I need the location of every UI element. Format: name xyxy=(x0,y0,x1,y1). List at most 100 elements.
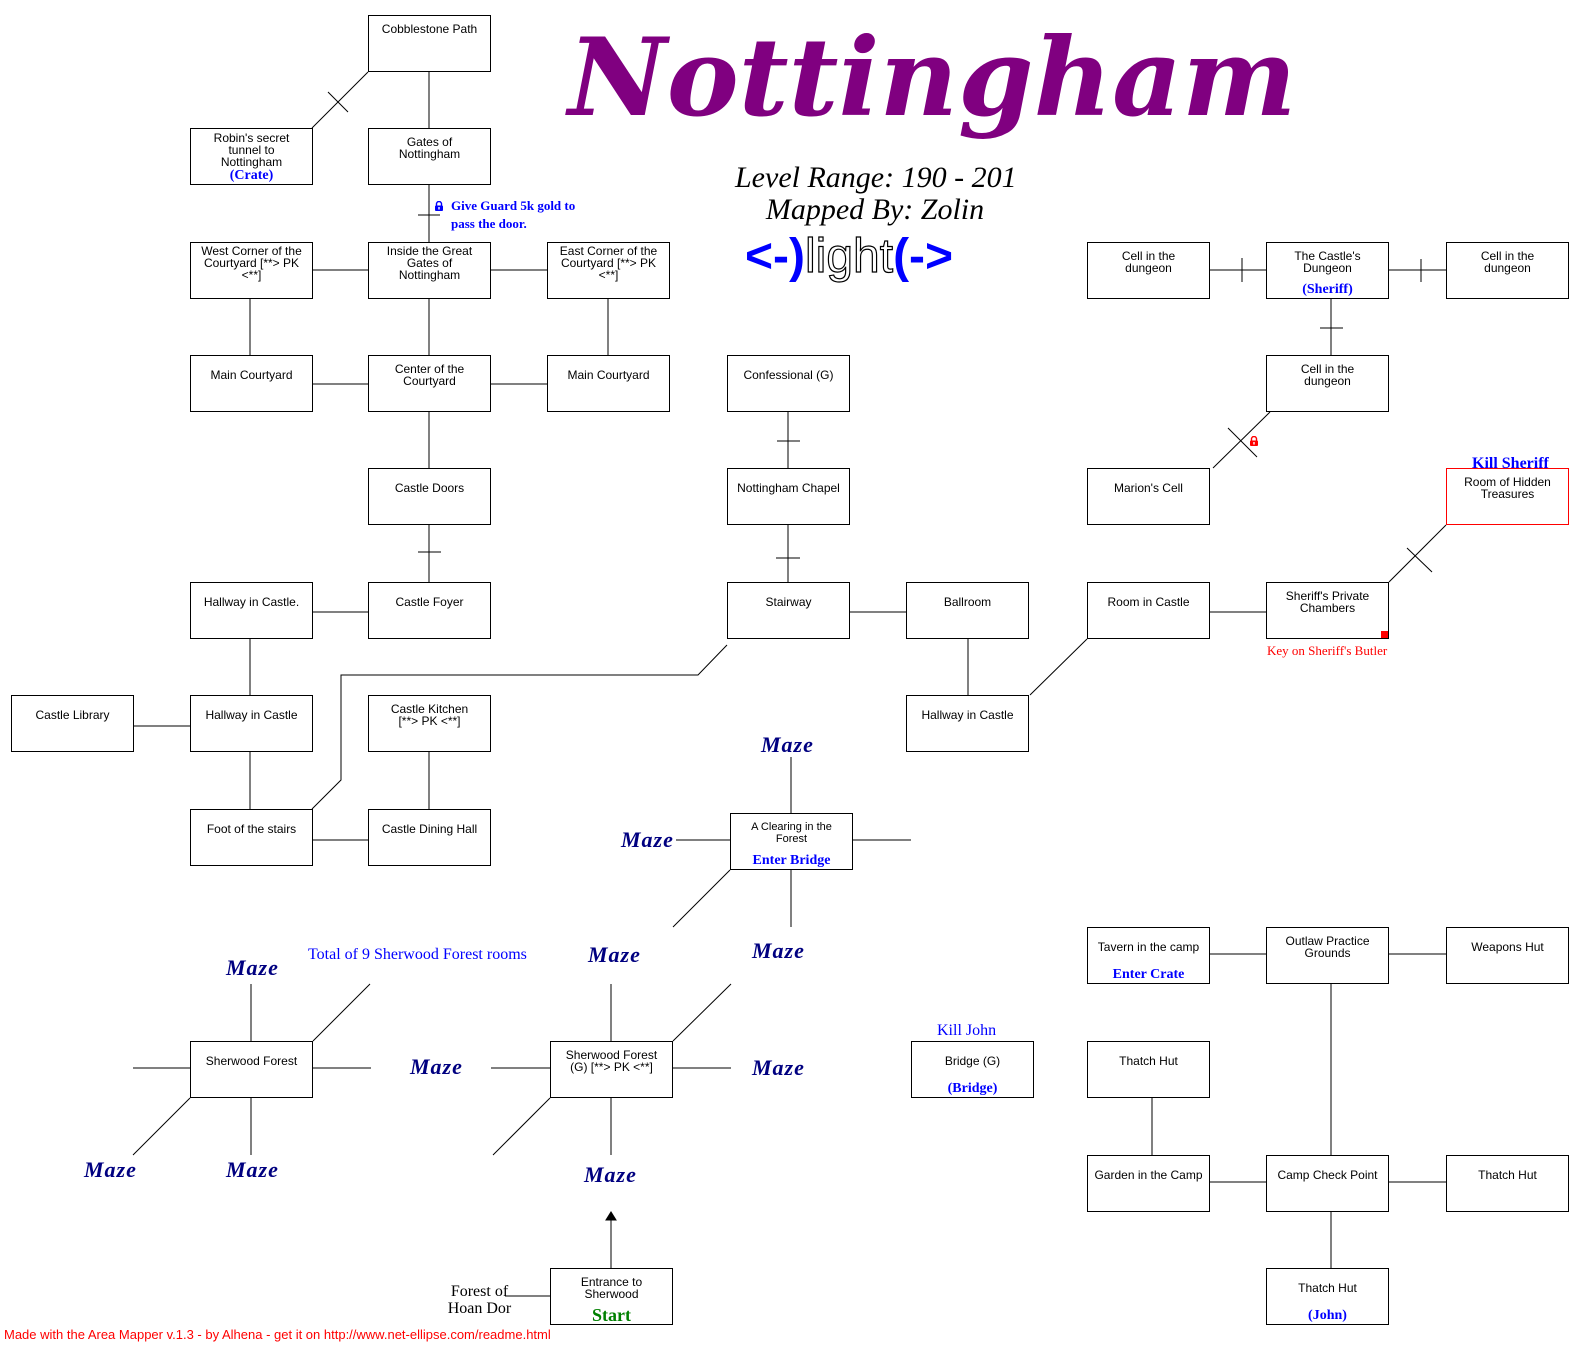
room-cell-south[interactable]: Cell in the dungeon xyxy=(1266,355,1389,412)
connection-line xyxy=(312,983,371,1042)
level-range: Level Range: 190 - 201 xyxy=(735,161,1017,194)
room-east-corner[interactable]: East Corner of the Courtyard [**> PK <**… xyxy=(547,242,670,299)
room-name: Sherwood Forest xyxy=(205,1054,298,1068)
room-marions-cell[interactable]: Marion's Cell xyxy=(1087,468,1210,525)
room-name: Ballroom xyxy=(943,595,992,609)
room-castle-dining-hall[interactable]: Castle Dining Hall xyxy=(368,809,491,866)
room-thatch-hut-west[interactable]: Thatch Hut xyxy=(1087,1041,1210,1098)
room-sherwood-forest-g[interactable]: Sherwood Forest (G) [**> PK <**] xyxy=(550,1041,673,1098)
room-main-courtyard-east[interactable]: Main Courtyard xyxy=(547,355,670,412)
maze-label[interactable]: Maze xyxy=(752,1055,805,1080)
room-name: Confessional (G) xyxy=(743,368,834,382)
door-marker xyxy=(1406,547,1433,573)
connection-line xyxy=(311,71,369,129)
room-west-corner[interactable]: West Corner of the Courtyard [**> PK <**… xyxy=(190,242,313,299)
room-confessional[interactable]: Confessional (G) xyxy=(727,355,850,412)
room-inside-great-gates[interactable]: Inside the Great Gates of Nottingham xyxy=(368,242,491,299)
room-ballroom[interactable]: Ballroom xyxy=(906,582,1029,639)
room-name: Thatch Hut xyxy=(1298,1281,1357,1295)
room-hallway-in-castle-lower[interactable]: Hallway in Castle xyxy=(190,695,313,752)
room-name: The Castle's Dungeon xyxy=(1294,249,1361,275)
room-castle-foyer[interactable]: Castle Foyer xyxy=(368,582,491,639)
room-name: Weapons Hut xyxy=(1471,940,1544,954)
room-outlaw-practice-grounds[interactable]: Outlaw Practice Grounds xyxy=(1266,927,1389,984)
room-name: Tavern in the camp xyxy=(1097,940,1200,954)
forest-of-hoan-dor-label: Forest of Hoan Dor xyxy=(447,1283,512,1317)
room-name: A Clearing in the Forest xyxy=(751,821,832,845)
room-castle-library[interactable]: Castle Library xyxy=(11,695,134,752)
room-gates-of-nottingham[interactable]: Gates of Nottingham xyxy=(368,128,491,185)
maze-label[interactable]: Maze xyxy=(752,938,805,963)
maze-label[interactable]: Maze xyxy=(226,1157,279,1182)
connection-line xyxy=(1388,524,1447,583)
room-note: Enter Bridge xyxy=(752,853,831,868)
room-note: (John) xyxy=(1308,1308,1347,1323)
room-castle-doors[interactable]: Castle Doors xyxy=(368,468,491,525)
kill-john-note: Kill John xyxy=(937,1022,997,1039)
door-marker xyxy=(327,91,349,113)
room-robins-tunnel[interactable]: Robin's secret tunnel to Nottingham(Crat… xyxy=(190,128,313,185)
room-name: Marion's Cell xyxy=(1114,481,1183,495)
room-cobblestone-path[interactable]: Cobblestone Path xyxy=(368,15,491,72)
connection-line xyxy=(672,869,731,928)
room-name: Camp Check Point xyxy=(1277,1168,1378,1182)
mapped-by: Mapped By: Zolin xyxy=(765,193,985,226)
room-name: Bridge (G) xyxy=(944,1054,1001,1068)
room-sheriffs-private-chambers[interactable]: Sheriff's Private Chambers xyxy=(1266,582,1389,639)
connection-line xyxy=(311,644,728,810)
room-name: Room of Hidden Treasures xyxy=(1464,475,1551,501)
room-name: Hallway in Castle xyxy=(205,708,298,722)
room-bridge[interactable]: Bridge (G)(Bridge) xyxy=(911,1041,1034,1098)
maze-label[interactable]: Maze xyxy=(84,1157,137,1182)
maze-label[interactable]: Maze xyxy=(410,1054,463,1079)
room-weapons-hut[interactable]: Weapons Hut xyxy=(1446,927,1569,984)
lock-icon xyxy=(435,201,443,211)
room-camp-check-point[interactable]: Camp Check Point xyxy=(1266,1155,1389,1212)
room-garden-in-camp[interactable]: Garden in the Camp xyxy=(1087,1155,1210,1212)
room-name: Thatch Hut xyxy=(1119,1054,1178,1068)
room-cell-west[interactable]: Cell in the dungeon xyxy=(1087,242,1210,299)
maze-label[interactable]: Maze xyxy=(761,732,814,757)
room-name: Cobblestone Path xyxy=(381,22,478,36)
room-thatch-hut-john[interactable]: Thatch Hut (John) xyxy=(1266,1268,1389,1325)
room-hallway-in-castle-east[interactable]: Hallway in Castle xyxy=(906,695,1029,752)
room-name: Garden in the Camp xyxy=(1094,1168,1203,1182)
room-center-courtyard[interactable]: Center of the Courtyard xyxy=(368,355,491,412)
room-name: Castle Kitchen [**> PK <**] xyxy=(390,702,469,728)
guild-logo-left: <-) xyxy=(745,230,805,283)
room-note: (Sheriff) xyxy=(1302,282,1353,297)
maze-label[interactable]: Maze xyxy=(584,1162,637,1187)
room-sherwood-forest[interactable]: Sherwood Forest xyxy=(190,1041,313,1098)
connection-line xyxy=(1212,411,1271,469)
room-stairway[interactable]: Stairway xyxy=(727,582,850,639)
room-name: Castle Foyer xyxy=(395,595,464,609)
connection-line xyxy=(492,1097,551,1156)
room-hallway-in-castle-upper[interactable]: Hallway in Castle. xyxy=(190,582,313,639)
guild-logo-right: (-> xyxy=(893,230,954,283)
room-hidden-treasures[interactable]: Room of Hidden Treasures xyxy=(1446,468,1569,525)
room-main-courtyard-west[interactable]: Main Courtyard xyxy=(190,355,313,412)
room-thatch-hut-east[interactable]: Thatch Hut xyxy=(1446,1155,1569,1212)
room-foot-of-stairs[interactable]: Foot of the stairs xyxy=(190,809,313,866)
room-castle-kitchen[interactable]: Castle Kitchen [**> PK <**] xyxy=(368,695,491,752)
room-name: Main Courtyard xyxy=(210,368,293,382)
room-name: Stairway xyxy=(765,595,812,609)
room-name: Cell in the dungeon xyxy=(1480,249,1535,275)
room-name: West Corner of the Courtyard [**> PK <**… xyxy=(201,244,302,282)
maze-label[interactable]: Maze xyxy=(621,827,674,852)
room-cell-east[interactable]: Cell in the dungeon xyxy=(1446,242,1569,299)
lock-icon xyxy=(1250,436,1258,446)
room-name: Castle Dining Hall xyxy=(381,822,478,836)
room-castles-dungeon[interactable]: The Castle's Dungeon (Sheriff) xyxy=(1266,242,1389,299)
guild-logo-middle: light xyxy=(804,230,894,283)
guard-note: Give Guard 5k gold to pass the door. xyxy=(451,198,576,231)
maze-label[interactable]: Maze xyxy=(226,955,279,980)
maze-label[interactable]: Maze xyxy=(588,942,641,967)
room-nottingham-chapel[interactable]: Nottingham Chapel xyxy=(727,468,850,525)
room-in-castle[interactable]: Room in Castle xyxy=(1087,582,1210,639)
room-name: Foot of the stairs xyxy=(206,822,297,836)
room-name: Gates of Nottingham xyxy=(398,135,461,161)
